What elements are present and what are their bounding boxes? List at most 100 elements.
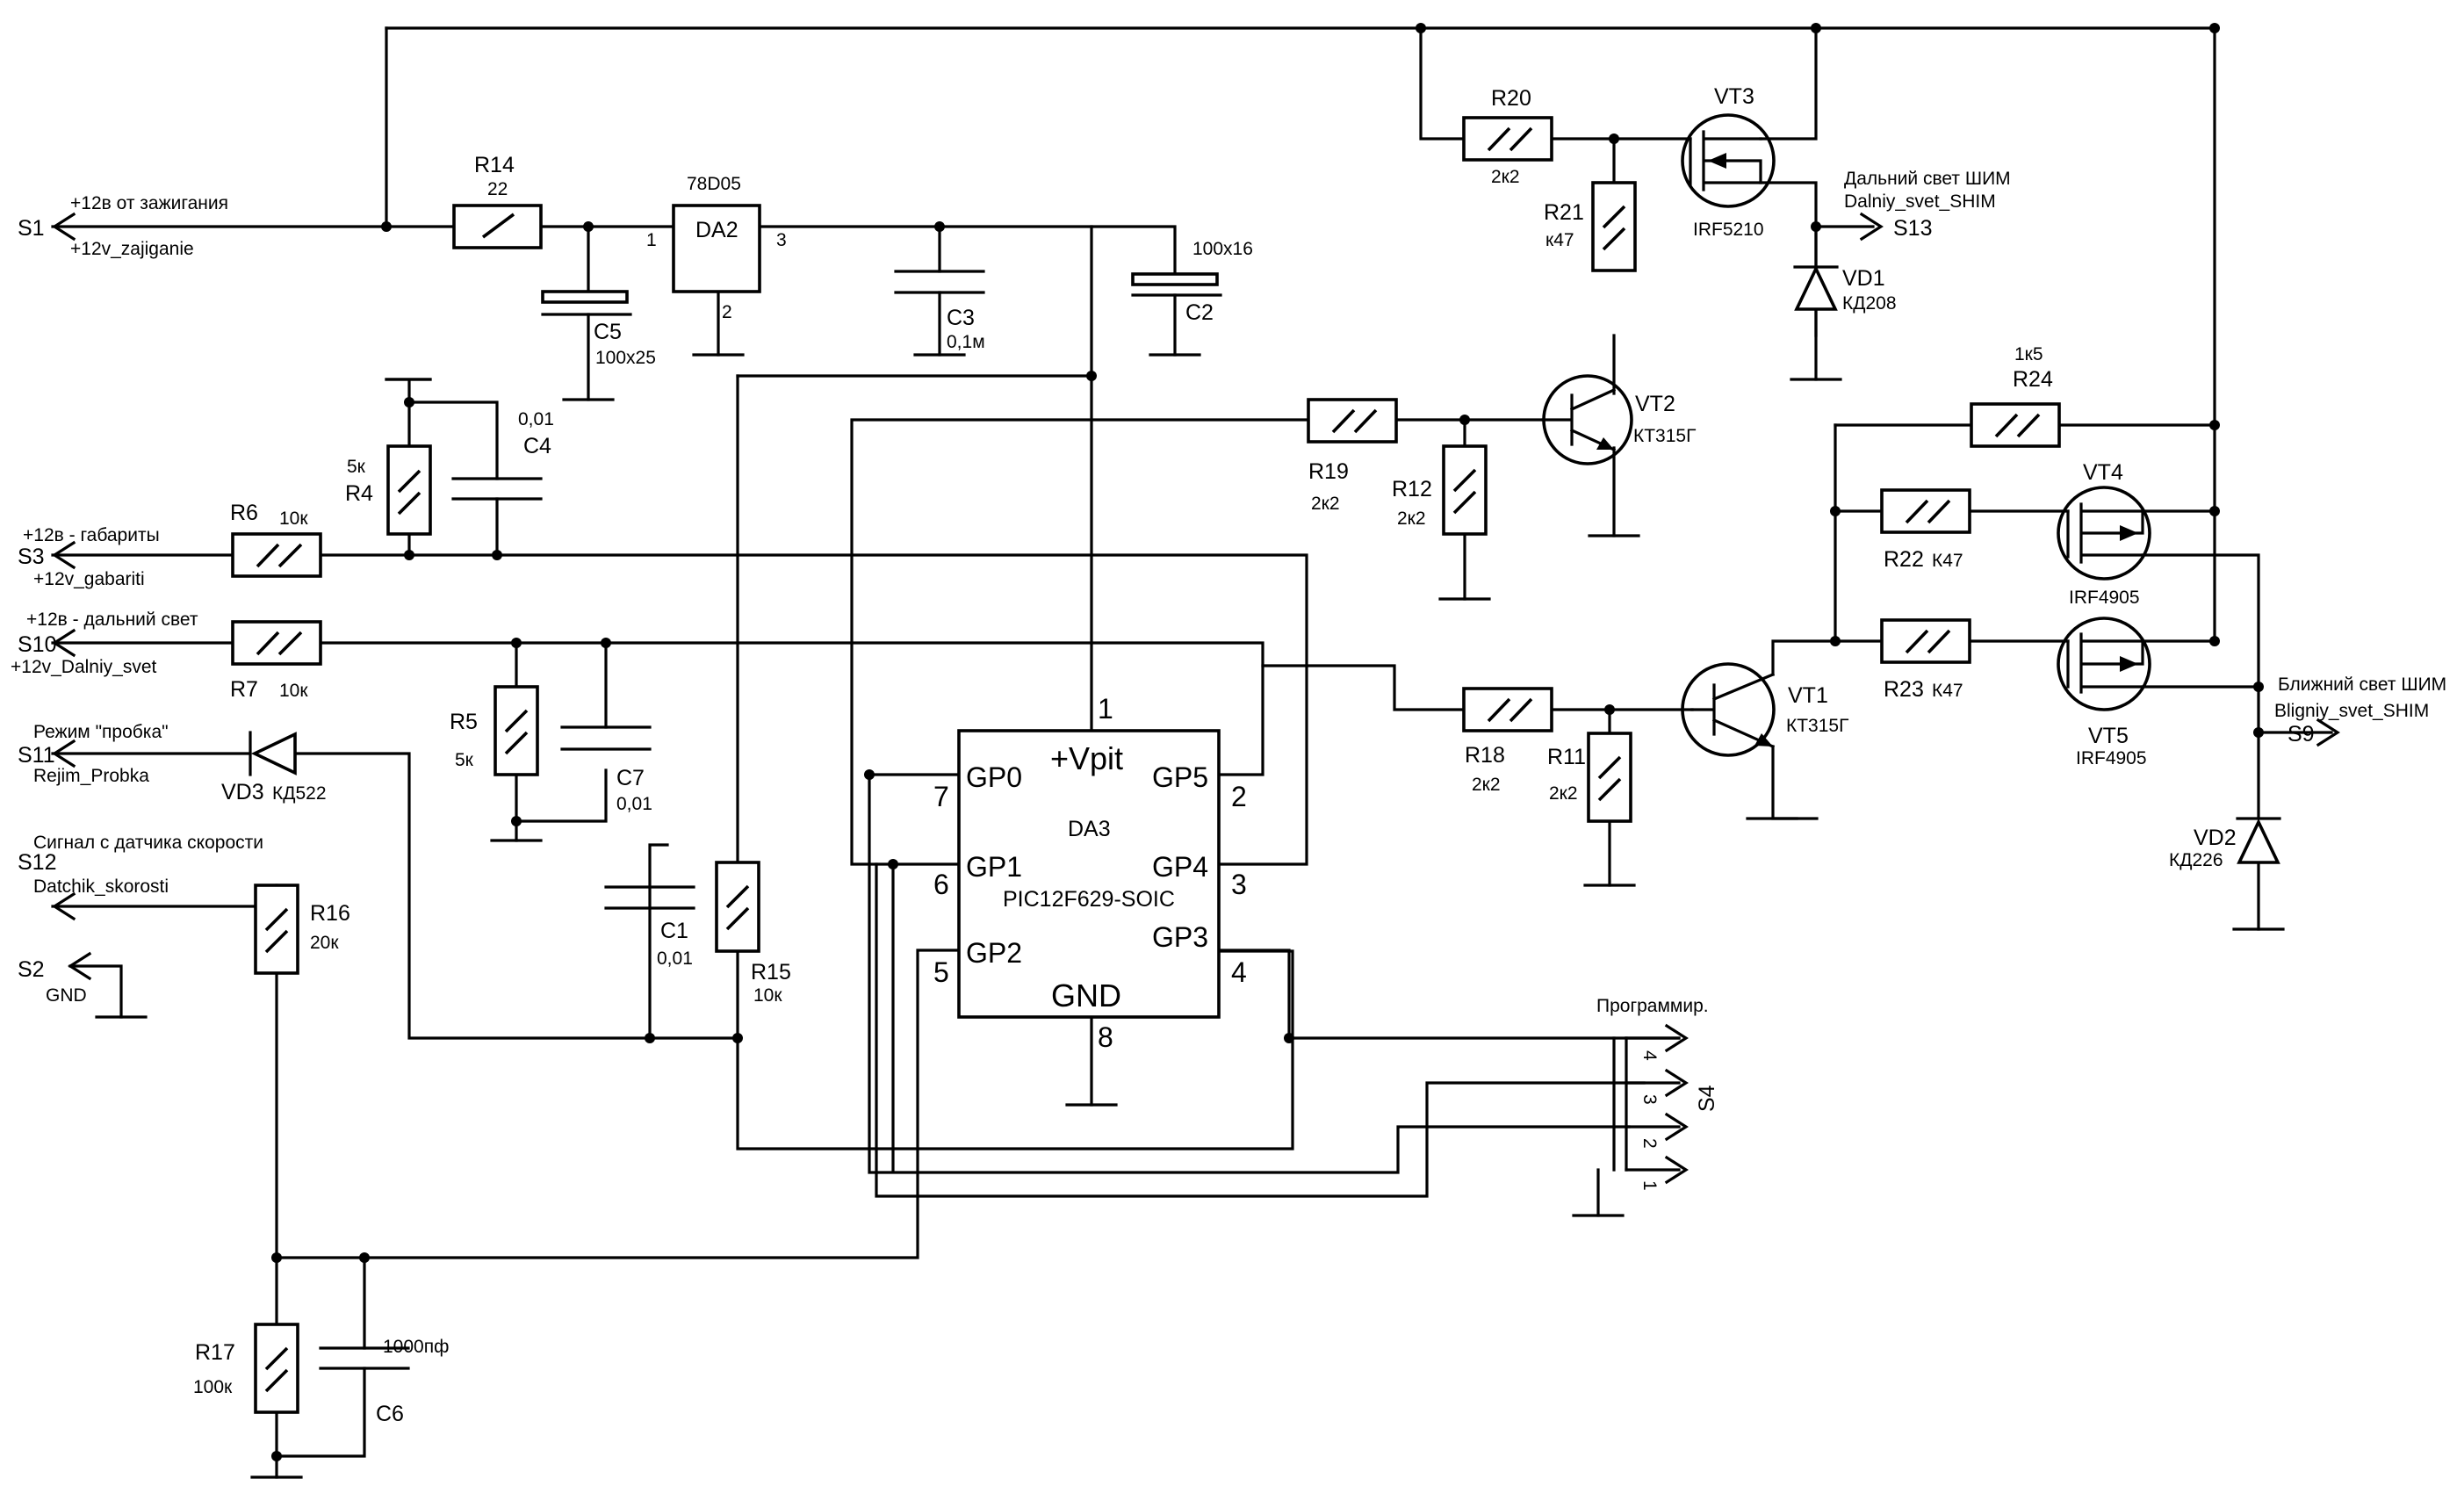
junction-dot [2209, 506, 2220, 516]
vd1-ref: VD1 [1842, 266, 1885, 291]
junction-dot [888, 859, 898, 869]
resistor-r11: R11 2к2 [1547, 732, 1632, 823]
diode-vd3: VD3 КД522 [221, 731, 327, 804]
wire-r18-vt1 [1261, 664, 1694, 711]
s4-pin-4: 4 [1639, 1050, 1660, 1061]
vt3-value: IRF5210 [1693, 220, 1764, 240]
r11-ref: R11 [1547, 745, 1586, 769]
s4-pin1-arrow-icon [1664, 1155, 1689, 1185]
vd2-value: КД226 [2169, 850, 2223, 870]
s3-line2: +12v_gabariti [33, 569, 145, 589]
s12-line2: Datchik_skorosti [33, 876, 169, 897]
s4-pin-2: 2 [1639, 1138, 1660, 1149]
pin-7-num: 7 [933, 781, 949, 812]
da2-pin-in: 1 [646, 230, 657, 250]
s13-line1: Дальний свет ШИМ [1844, 169, 2011, 189]
resistor-r19: R19 2к2 [1307, 398, 1398, 514]
s2-name: S2 [18, 957, 45, 982]
s9-arrow-icon [2316, 718, 2340, 747]
junction-dot [2253, 682, 2264, 692]
vt4-value: IRF4905 [2069, 588, 2140, 608]
pin-8-num: 8 [1098, 1021, 1113, 1053]
resistor-r7: R7 10к [230, 620, 322, 702]
capacitors: C5 100х25 C3 0,1м C2 100х16 0,01 C4 C7 0… [319, 239, 1253, 1426]
junction-dot [1830, 506, 1841, 516]
wire-s12 [51, 884, 961, 1259]
wire-vt4-drain [2141, 553, 2260, 689]
junction-dot [583, 221, 594, 232]
resistor-r17: R17 100к [193, 1323, 299, 1414]
vd3-ref: VD3 [221, 780, 264, 804]
wire-vt1-collector [1771, 639, 1837, 676]
r18-value: 2к2 [1472, 775, 1501, 795]
c7-ref: C7 [616, 766, 645, 790]
r22-value: К47 [1932, 551, 1963, 571]
s2-line1: GND [46, 985, 87, 1006]
resistor-r21: R21 к47 [1544, 181, 1637, 272]
c5-value: 100х25 [595, 348, 656, 368]
pin-gp3-label: GP3 [1152, 921, 1208, 953]
c4-value: 0,01 [518, 409, 554, 429]
transistor-vt4: VT4 IRF4905 [2057, 460, 2151, 608]
s11-line1: Режим "пробка" [33, 722, 169, 742]
c1-value: 0,01 [657, 949, 693, 969]
wire-s2 [68, 964, 123, 1019]
junction-dot [1830, 636, 1841, 646]
s1-line2: +12v_zajiganie [70, 239, 194, 259]
vd2-ref: VD2 [2194, 826, 2237, 850]
junction-dot [404, 397, 414, 408]
mcu-da3: +Vpit GP0 GP5 DA3 GP1 GP4 PIC12F629-SOIC… [933, 693, 1247, 1053]
s13-name: S13 [1893, 216, 1932, 241]
vt2-ref: VT2 [1635, 392, 1675, 416]
pin-vpit-label: +Vpit [1050, 740, 1123, 776]
wire-vt1-emitter [1771, 745, 1819, 820]
da3-value: PIC12F629-SOIC [1003, 887, 1175, 912]
transistors: VT2 КТ315Г VT1 КТ315Г VT3 IRF5210 VT4 IR… [1541, 84, 2151, 768]
r5-value: 5к [455, 750, 474, 770]
s9-line2: Bligniy_svet_SHIM [2274, 701, 2429, 721]
s3-line1: +12в - габариты [23, 525, 160, 545]
junction-dot [2253, 727, 2264, 738]
resistor-r20: R20 2к2 [1462, 86, 1553, 187]
junction-dot [1416, 23, 1426, 33]
c2-ref: C2 [1185, 300, 1214, 325]
resistor-r18: R18 2к2 [1462, 687, 1553, 795]
r12-value: 2к2 [1397, 509, 1426, 529]
capacitor-c2: C2 100х16 [1131, 239, 1253, 325]
r6-ref: R6 [230, 501, 258, 525]
r16-ref: R16 [310, 901, 350, 926]
junction-dot [645, 1033, 655, 1043]
diodes: VD3 КД522 VD1 КД208 VD2 КД226 [221, 225, 2281, 870]
r22-ref: R22 [1884, 547, 1924, 572]
pin-6-num: 6 [933, 869, 949, 900]
junction-dot [404, 550, 414, 560]
capacitor-c7: C7 0,01 [560, 725, 652, 814]
r24-ref: R24 [2013, 367, 2053, 392]
r12-ref: R12 [1392, 477, 1432, 501]
pin-1-num: 1 [1098, 693, 1113, 725]
r7-value: 10к [279, 681, 308, 701]
s3-name: S3 [18, 545, 45, 569]
s4-pin-1: 1 [1639, 1180, 1660, 1191]
transistor-vt5: VT5 IRF4905 [2057, 617, 2151, 768]
c7-value: 0,01 [616, 794, 652, 814]
da3-ref: DA3 [1068, 817, 1111, 841]
r19-value: 2к2 [1311, 494, 1340, 514]
junction-dot [1086, 371, 1097, 381]
programmer-connector-s4: Программир. 4 3 2 1 S4 [1596, 996, 1719, 1191]
s3-arrow-icon [52, 540, 76, 570]
s12-line1: Сигнал с датчика скорости [33, 833, 263, 853]
capacitor-c6: 1000пф C6 [319, 1337, 449, 1426]
r5-ref: R5 [450, 710, 478, 734]
junction-dot [601, 638, 611, 648]
r17-value: 100к [193, 1377, 233, 1397]
junctions [271, 23, 2264, 1461]
pin-2-num: 2 [1231, 781, 1247, 812]
r21-value: к47 [1545, 230, 1574, 250]
transistor-vt3: VT3 IRF5210 [1681, 84, 1776, 240]
r21-ref: R21 [1544, 200, 1584, 225]
vd3-value: КД522 [272, 783, 327, 804]
s10-arrow-icon [52, 628, 76, 658]
transistor-vt2: VT2 КТ315Г [1541, 374, 1696, 465]
c3-value: 0,1м [947, 332, 985, 352]
